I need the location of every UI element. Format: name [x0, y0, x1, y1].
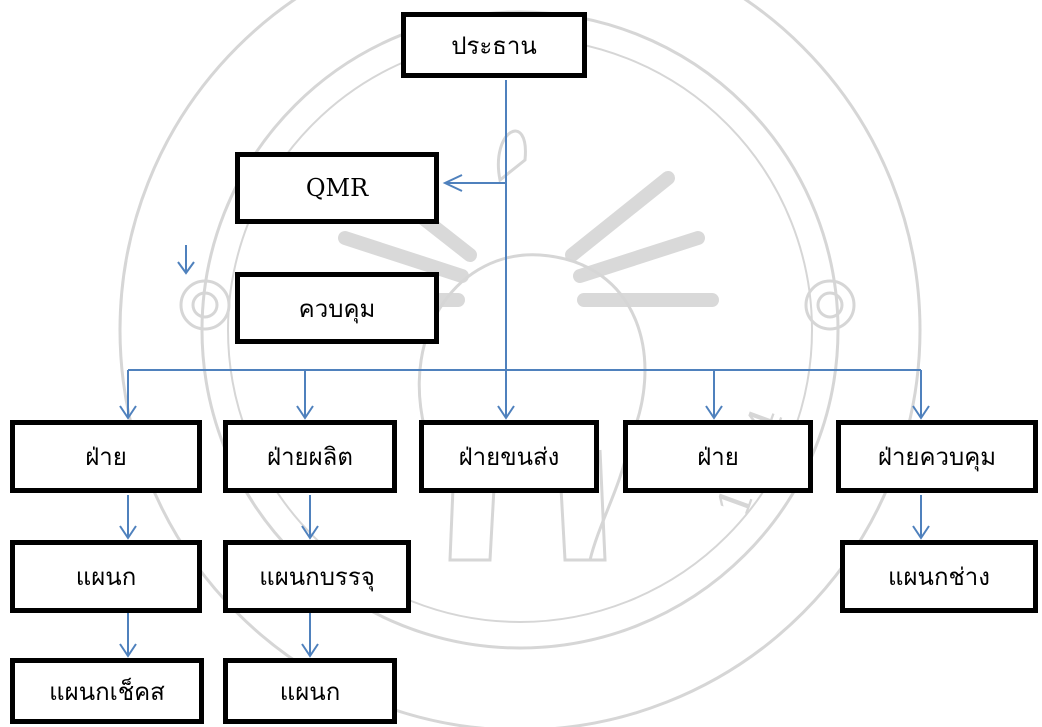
node-transport-label: ฝ่ายขนส่ง: [458, 443, 560, 471]
node-chairman: ประธาน: [401, 12, 587, 78]
node-section2: แผนก: [223, 658, 397, 724]
node-production: ฝ่ายผลิต: [223, 420, 397, 493]
arrowhead-production: [296, 405, 314, 420]
arrowhead-qmr: [442, 174, 463, 192]
node-transport: ฝ่ายขนส่ง: [419, 420, 599, 493]
node-section1: แผนก: [10, 540, 202, 613]
node-technician-label: แผนกช่าง: [888, 563, 990, 591]
arrowhead-packing: [301, 525, 319, 540]
arrowhead-section1: [119, 525, 137, 540]
node-control: ควบคุม: [235, 272, 439, 344]
arrowhead-section2: [301, 643, 319, 658]
node-checking: แผนกเช็คส: [10, 658, 204, 724]
node-quality-control-label: ฝ่ายควบคุม: [877, 443, 997, 471]
node-qmr-label: QMR: [305, 174, 369, 202]
node-dept4: ฝ่าย: [623, 420, 813, 493]
node-section1-label: แผนก: [75, 563, 137, 591]
arrowhead-quality-control: [912, 405, 930, 420]
node-technician: แผนกช่าง: [840, 540, 1038, 613]
node-dept1-label: ฝ่าย: [85, 443, 127, 471]
node-chairman-label: ประธาน: [451, 31, 537, 60]
node-production-label: ฝ่ายผลิต: [267, 443, 353, 471]
node-packing-label: แผนกบรรจุ: [259, 563, 375, 591]
node-section2-label: แผนก: [279, 677, 341, 706]
arrowhead-checking: [119, 643, 137, 658]
arrowhead-dept4: [705, 405, 723, 420]
arrowhead-transport: [497, 405, 515, 420]
arrowhead-technician: [912, 525, 930, 540]
arrowhead-stray: [177, 261, 195, 275]
node-qmr: QMR: [235, 152, 439, 224]
node-dept4-label: ฝ่าย: [697, 443, 739, 471]
arrowhead-dept1: [119, 405, 137, 420]
node-checking-label: แผนกเช็คส: [49, 677, 165, 706]
node-dept1: ฝ่าย: [10, 420, 202, 493]
node-control-label: ควบคุม: [298, 294, 376, 323]
node-quality-control: ฝ่ายควบคุม: [836, 420, 1038, 493]
node-packing: แผนกบรรจุ: [223, 540, 411, 613]
